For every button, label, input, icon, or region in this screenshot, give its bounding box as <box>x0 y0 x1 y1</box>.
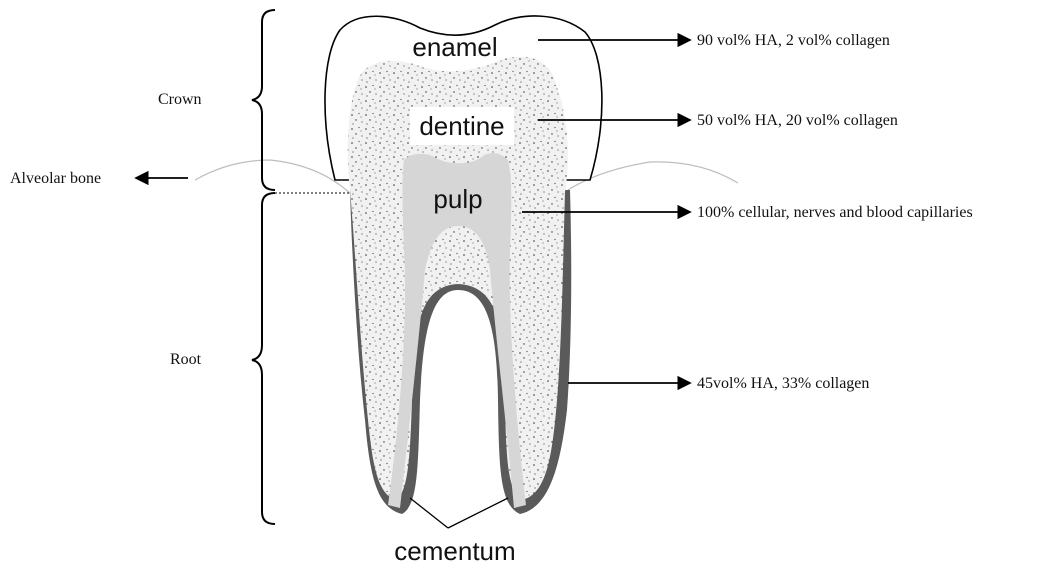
cementum-label: cementum <box>394 536 515 565</box>
pulp-label: pulp <box>433 184 482 214</box>
crown-bracket <box>252 10 275 190</box>
enamel-composition: 90 vol% HA, 2 vol% collagen <box>697 32 890 49</box>
alveolar-bone-label: Alveolar bone <box>10 170 101 187</box>
enamel-label: enamel <box>412 32 497 62</box>
dentine-composition: 50 vol% HA, 20 vol% collagen <box>697 112 898 129</box>
root-label: Root <box>170 351 202 368</box>
dentine-label: dentine <box>419 111 504 141</box>
crown-label: Crown <box>158 91 202 108</box>
cementum-composition: 45vol% HA, 33% collagen <box>697 375 869 392</box>
cementum-pointer-left <box>410 498 448 528</box>
pulp-composition: 100% cellular, nerves and blood capillar… <box>697 204 973 221</box>
cementum-pointer-right <box>448 498 508 528</box>
root-bracket <box>252 193 275 524</box>
